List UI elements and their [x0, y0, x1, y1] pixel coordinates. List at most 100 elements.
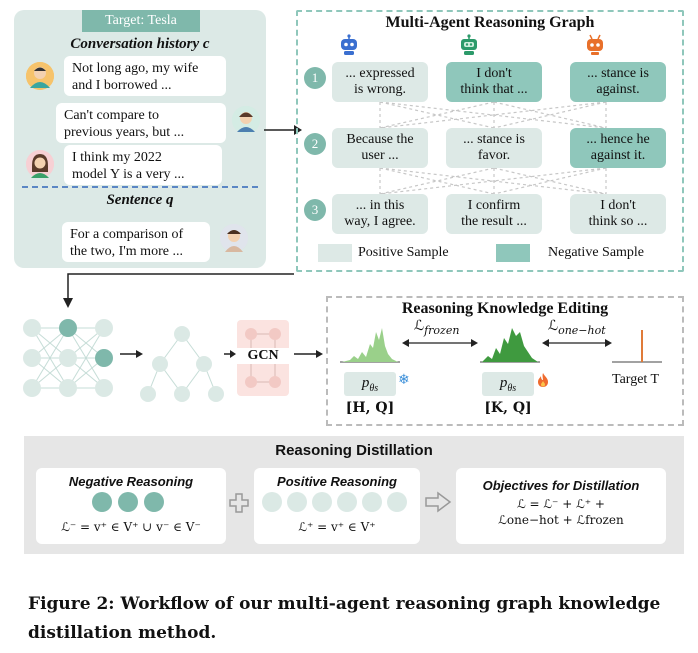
loss-symbol: ℒ: [414, 318, 425, 334]
message-bubble-2: Can't compare to previous years, but ...: [56, 103, 226, 143]
node-text: favor.: [477, 148, 511, 163]
graph-edges: [379, 101, 607, 195]
robot-blue-icon: [341, 34, 357, 55]
legend-positive-label: Positive Sample: [358, 245, 449, 260]
node-text: against.: [596, 82, 640, 97]
node-text: way, I agree.: [344, 214, 416, 229]
node-text: I don't: [476, 66, 512, 81]
model-symbol: p: [361, 375, 370, 391]
sentence-line-2: the two, I'm more ...: [70, 244, 183, 259]
node-text: ... hence he: [586, 132, 650, 147]
loss-subscript: frozen: [424, 323, 460, 337]
network-diagram: [23, 319, 323, 402]
node-text: I confirm: [467, 198, 521, 213]
loss-subscript: one−hot: [558, 323, 606, 337]
positive-formula: ℒ⁺ = v⁺ ∈ V⁺: [298, 520, 376, 534]
node-text: think so ...: [588, 214, 648, 229]
positive-reasoning-title: Positive Reasoning: [277, 474, 397, 489]
objective-formula-line-2: ℒone−hot + ℒfrozen: [498, 513, 624, 527]
objective-title: Objectives for Distillation: [482, 478, 640, 493]
node-text: ... stance is: [463, 132, 525, 147]
node-text: ... stance is: [587, 66, 649, 81]
model-frozen-box: pθs: [344, 372, 396, 396]
graph-title: Multi-Agent Reasoning Graph: [385, 14, 595, 31]
step-marker-2: 2: [304, 133, 326, 155]
distillation-title: Reasoning Distillation: [275, 442, 433, 459]
message-2-line-2: previous years, but ...: [64, 125, 185, 140]
step-marker-3: 3: [304, 199, 326, 221]
node-text: the result ...: [461, 214, 527, 229]
node-text: Because the: [346, 132, 414, 147]
positive-node: [262, 492, 282, 512]
target-distribution: [612, 330, 662, 363]
reasoning-graph-panel: [296, 10, 684, 272]
robot-green-icon: [461, 34, 477, 55]
distribution-frozen: [340, 328, 400, 363]
node-text: is wrong.: [353, 82, 407, 97]
fire-icon: [536, 372, 550, 388]
node-text: ... in this: [355, 198, 405, 213]
positive-node: [312, 492, 332, 512]
sentence-title: Sentence q: [106, 192, 174, 208]
node-text: I don't: [600, 198, 636, 213]
legend-negative-label: Negative Sample: [548, 245, 645, 260]
legend-negative-swatch: [496, 244, 530, 262]
sentence-line-1: For a comparison of: [70, 227, 184, 242]
node-text: user ...: [361, 148, 399, 163]
positive-node: [337, 492, 357, 512]
plus-icon: [229, 493, 249, 513]
negative-node: [92, 492, 112, 512]
legend-positive-swatch: [318, 244, 352, 262]
positive-node: [387, 492, 407, 512]
objective-formula-line-1: ℒ = ℒ⁻ + ℒ⁺ +: [517, 497, 605, 511]
model-subscript: θs: [369, 383, 379, 394]
node-text: ... expressed: [345, 66, 415, 81]
model-subscript: θs: [507, 383, 517, 394]
message-2-line-1: Can't compare to: [64, 108, 160, 123]
conversation-separator: [22, 186, 258, 188]
node-text: think that ...: [460, 82, 528, 97]
loss-symbol: ℒ: [548, 318, 559, 334]
negative-node: [118, 492, 138, 512]
message-1-line-1: Not long ago, my wife: [72, 61, 199, 76]
negative-formula: ℒ⁻ = v⁺ ∈ V⁺ ∪ v⁻ ∈ V⁻: [61, 520, 201, 534]
editing-title: Reasoning Knowledge Editing: [401, 300, 609, 317]
message-3-line-2: model Y is a very ...: [72, 167, 185, 182]
message-1-line-2: and I borrowed ...: [72, 78, 172, 93]
figure-caption: Figure 2: Workflow of our multi-agent re…: [28, 594, 661, 643]
sentence-bubble: For a comparison of the two, I'm more ..…: [62, 222, 210, 262]
onehot-loss-arrow: [542, 339, 612, 347]
history-title: Conversation history c: [70, 36, 210, 52]
avatar-girl-icon: [26, 150, 54, 178]
positive-reasoning-box: Positive Reasoning ℒ⁺ = v⁺ ∈ V⁺: [254, 468, 420, 544]
objective-box: Objectives for Distillation ℒ = ℒ⁻ + ℒ⁺ …: [456, 468, 666, 544]
message-bubble-3: I think my 2022 model Y is a very ...: [64, 145, 222, 185]
distribution-edited: [480, 328, 540, 363]
avatar-man-icon: [26, 62, 54, 90]
negative-node: [144, 492, 164, 512]
positive-node: [362, 492, 382, 512]
target-label: Target T: [612, 372, 660, 387]
arrow-graph-to-network: [63, 273, 294, 308]
negative-reasoning-title: Negative Reasoning: [68, 474, 194, 489]
frozen-loss-label: ℒfrozen: [414, 318, 459, 337]
hollow-arrow-icon: [425, 491, 452, 513]
message-bubble-1: Not long ago, my wife and I borrowed ...: [64, 56, 226, 96]
onehot-loss-label: ℒone−hot: [548, 318, 606, 337]
node-text: against it.: [590, 148, 646, 163]
avatar-speaker-icon: [220, 224, 248, 252]
target-tag: Target: Tesla: [82, 10, 200, 32]
snowflake-icon: ❄: [398, 373, 410, 388]
positive-node: [287, 492, 307, 512]
gcn-label: GCN: [237, 348, 289, 364]
avatar-woman-icon: [232, 106, 260, 134]
frozen-loss-arrow: [402, 339, 478, 347]
